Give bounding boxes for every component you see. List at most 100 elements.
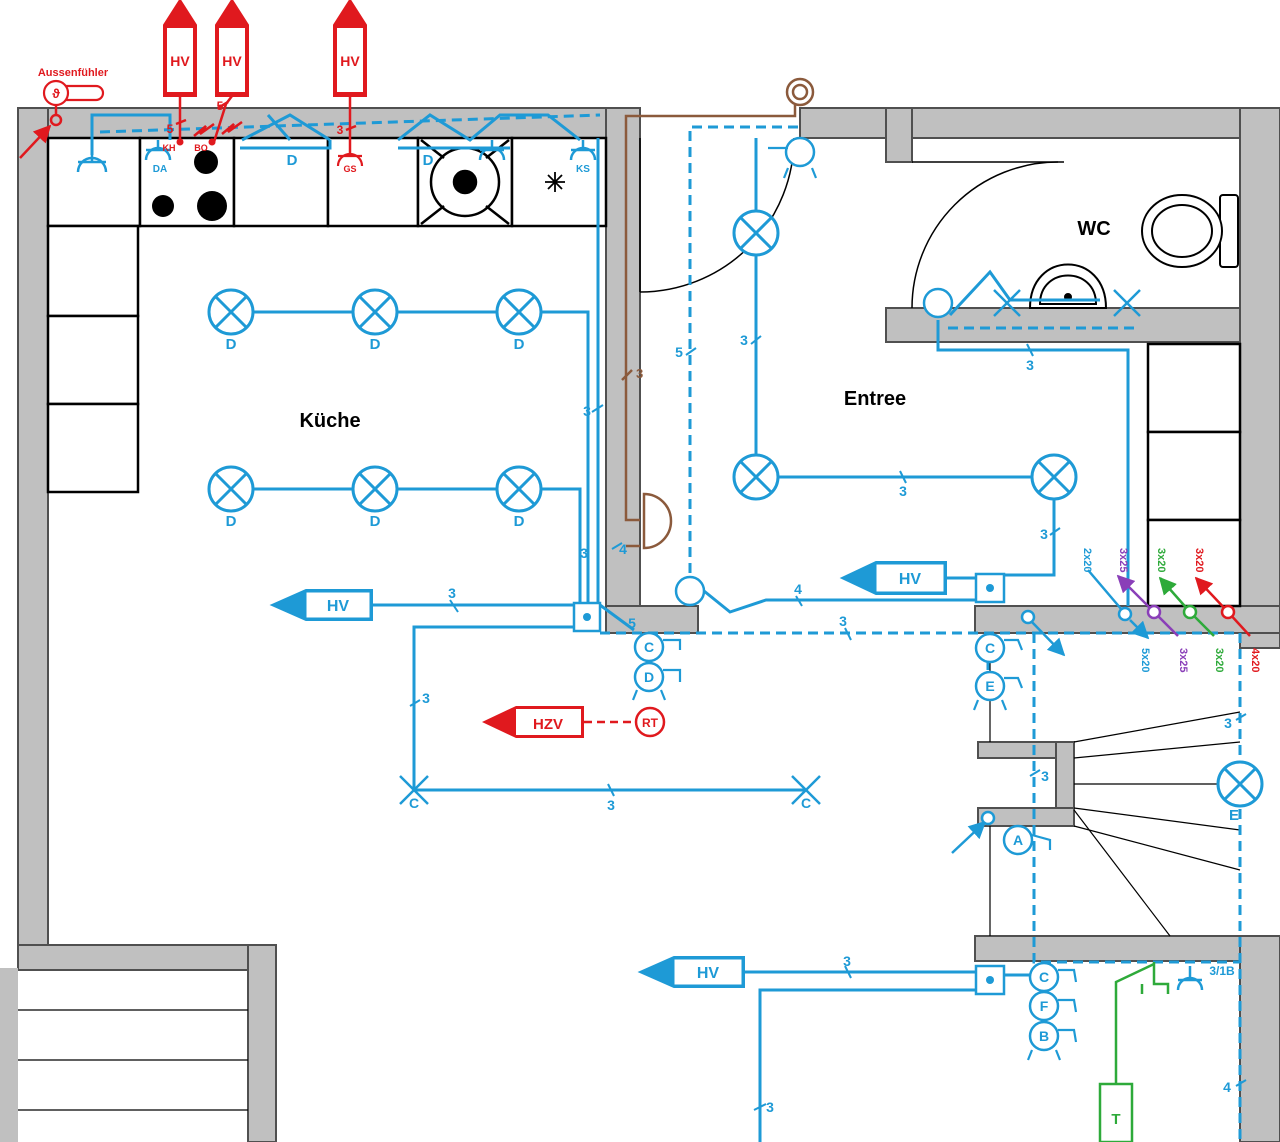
- svg-text:3: 3: [580, 545, 588, 561]
- switch-label-d: D: [644, 669, 654, 685]
- svg-text:3: 3: [1026, 357, 1034, 373]
- stairs-left: [18, 1009, 248, 1111]
- outdoor-sensor-icon: [42, 79, 105, 107]
- svg-text:D: D: [226, 336, 237, 353]
- svg-text:3: 3: [448, 585, 456, 601]
- wire-count-red: 3: [337, 123, 344, 137]
- cable-label-5x20: 5x20: [1139, 648, 1151, 672]
- cable-label-2x20: 2x20: [1081, 548, 1093, 572]
- transformer-label: T: [1111, 1111, 1120, 1128]
- appliance-label-bo: BO: [194, 143, 208, 153]
- svg-text:3: 3: [583, 403, 591, 419]
- light-icon: [732, 209, 780, 257]
- light-label-c: C: [409, 795, 419, 811]
- light-icon: [207, 288, 255, 336]
- switch-label-e: E: [985, 678, 994, 694]
- red-wiring: [19, 95, 357, 159]
- wc-basin: [1028, 263, 1108, 309]
- switch-label-c: C: [985, 640, 995, 656]
- svg-text:4: 4: [794, 581, 802, 597]
- rt-label: RT: [642, 716, 659, 730]
- cable-label-3x25: 3x25: [1177, 648, 1189, 672]
- room-label-kitchen: Küche: [299, 410, 360, 432]
- svg-text:E: E: [1229, 807, 1239, 824]
- svg-text:D: D: [287, 152, 298, 169]
- light-labels: D D D D D D D D E: [226, 152, 1239, 824]
- svg-text:4: 4: [619, 541, 627, 557]
- hv-red-units: [163, 0, 367, 97]
- junction-boxes: [572, 572, 1006, 996]
- light-icon: [732, 453, 780, 501]
- socket-icon: [1176, 966, 1204, 991]
- hv-red-label: HV: [340, 53, 360, 69]
- wire-count-red: 5: [167, 122, 174, 136]
- svg-text:D: D: [226, 513, 237, 530]
- svg-text:3: 3: [740, 332, 748, 348]
- svg-text:3: 3: [607, 797, 615, 813]
- svg-text:3: 3: [766, 1099, 774, 1115]
- switch-label-c: C: [644, 639, 654, 655]
- svg-text:3/1B: 3/1B: [1209, 964, 1235, 978]
- switches: [633, 136, 1060, 1052]
- appliance-label-da: DA: [153, 164, 167, 175]
- hzv-label: HZV: [533, 716, 563, 733]
- switch-label-a: A: [1013, 832, 1023, 848]
- transformer-wiring: [1098, 962, 1170, 1142]
- wire-count-labels: 3 3 4 5 3 3 3 5 3 3 3 4 3 3 3 3 3 3 4 3/…: [422, 332, 1235, 1115]
- theta-symbol: ϑ: [52, 86, 60, 101]
- wire-count-brown: 3: [636, 366, 643, 381]
- toilet: [1141, 194, 1239, 268]
- switch-ticks: [631, 146, 1078, 1061]
- entree-cabinets: [1146, 342, 1242, 608]
- svg-text:4: 4: [1223, 1079, 1231, 1095]
- socket-icon: [144, 140, 172, 161]
- switch-label-b: B: [1039, 1028, 1049, 1044]
- cable-bundles: [1116, 574, 1251, 637]
- svg-text:3: 3: [1040, 526, 1048, 542]
- socket-outlets: [76, 140, 1204, 991]
- room-thermostat: [634, 706, 666, 738]
- socket-icon: [76, 155, 108, 173]
- light-icon: [1216, 760, 1264, 808]
- outdoor-sensor-label: Aussenfühler: [38, 67, 109, 79]
- socket-icon: [478, 140, 506, 161]
- hv-red-label: HV: [170, 53, 190, 69]
- svg-text:3: 3: [899, 483, 907, 499]
- fridge-star-icon: [545, 172, 565, 192]
- hv-label: HV: [899, 571, 922, 588]
- svg-text:D: D: [370, 513, 381, 530]
- doors: [639, 137, 1064, 309]
- light-icon: [495, 465, 543, 513]
- cable-label-3x20: 3x20: [1155, 548, 1167, 572]
- stairs-right: [989, 633, 1241, 937]
- light-icon: [351, 465, 399, 513]
- hv-label: HV: [327, 598, 350, 615]
- cable-label-3x20: 3x20: [1193, 548, 1205, 572]
- svg-text:D: D: [514, 513, 525, 530]
- hv-label: HV: [697, 965, 720, 982]
- wall-lights: [399, 289, 1141, 805]
- light-label-c: C: [801, 795, 811, 811]
- lighting-wiring: [90, 113, 1130, 1142]
- washing-machine: [420, 139, 510, 225]
- svg-text:3: 3: [1224, 715, 1232, 731]
- wire-ticks: [409, 335, 1247, 1111]
- hob: [152, 150, 227, 221]
- doorbell-wiring: [621, 105, 797, 548]
- blue-arrows: [951, 569, 1150, 854]
- svg-text:D: D: [423, 152, 434, 169]
- cable-label-3x25: 3x25: [1117, 548, 1129, 572]
- svg-text:3: 3: [843, 953, 851, 969]
- room-label-wc: WC: [1077, 218, 1110, 240]
- cable-label-3x20: 3x20: [1213, 648, 1225, 672]
- cable-label-4x20: 4x20: [1249, 648, 1261, 672]
- red-sockets: [336, 152, 364, 167]
- light-icon: [1030, 453, 1078, 501]
- switch-label-f: F: [1040, 998, 1049, 1014]
- hv-red-label: HV: [222, 53, 242, 69]
- socket-icon: [569, 140, 597, 161]
- svg-text:3: 3: [839, 613, 847, 629]
- light-icon: [207, 465, 255, 513]
- svg-text:D: D: [370, 336, 381, 353]
